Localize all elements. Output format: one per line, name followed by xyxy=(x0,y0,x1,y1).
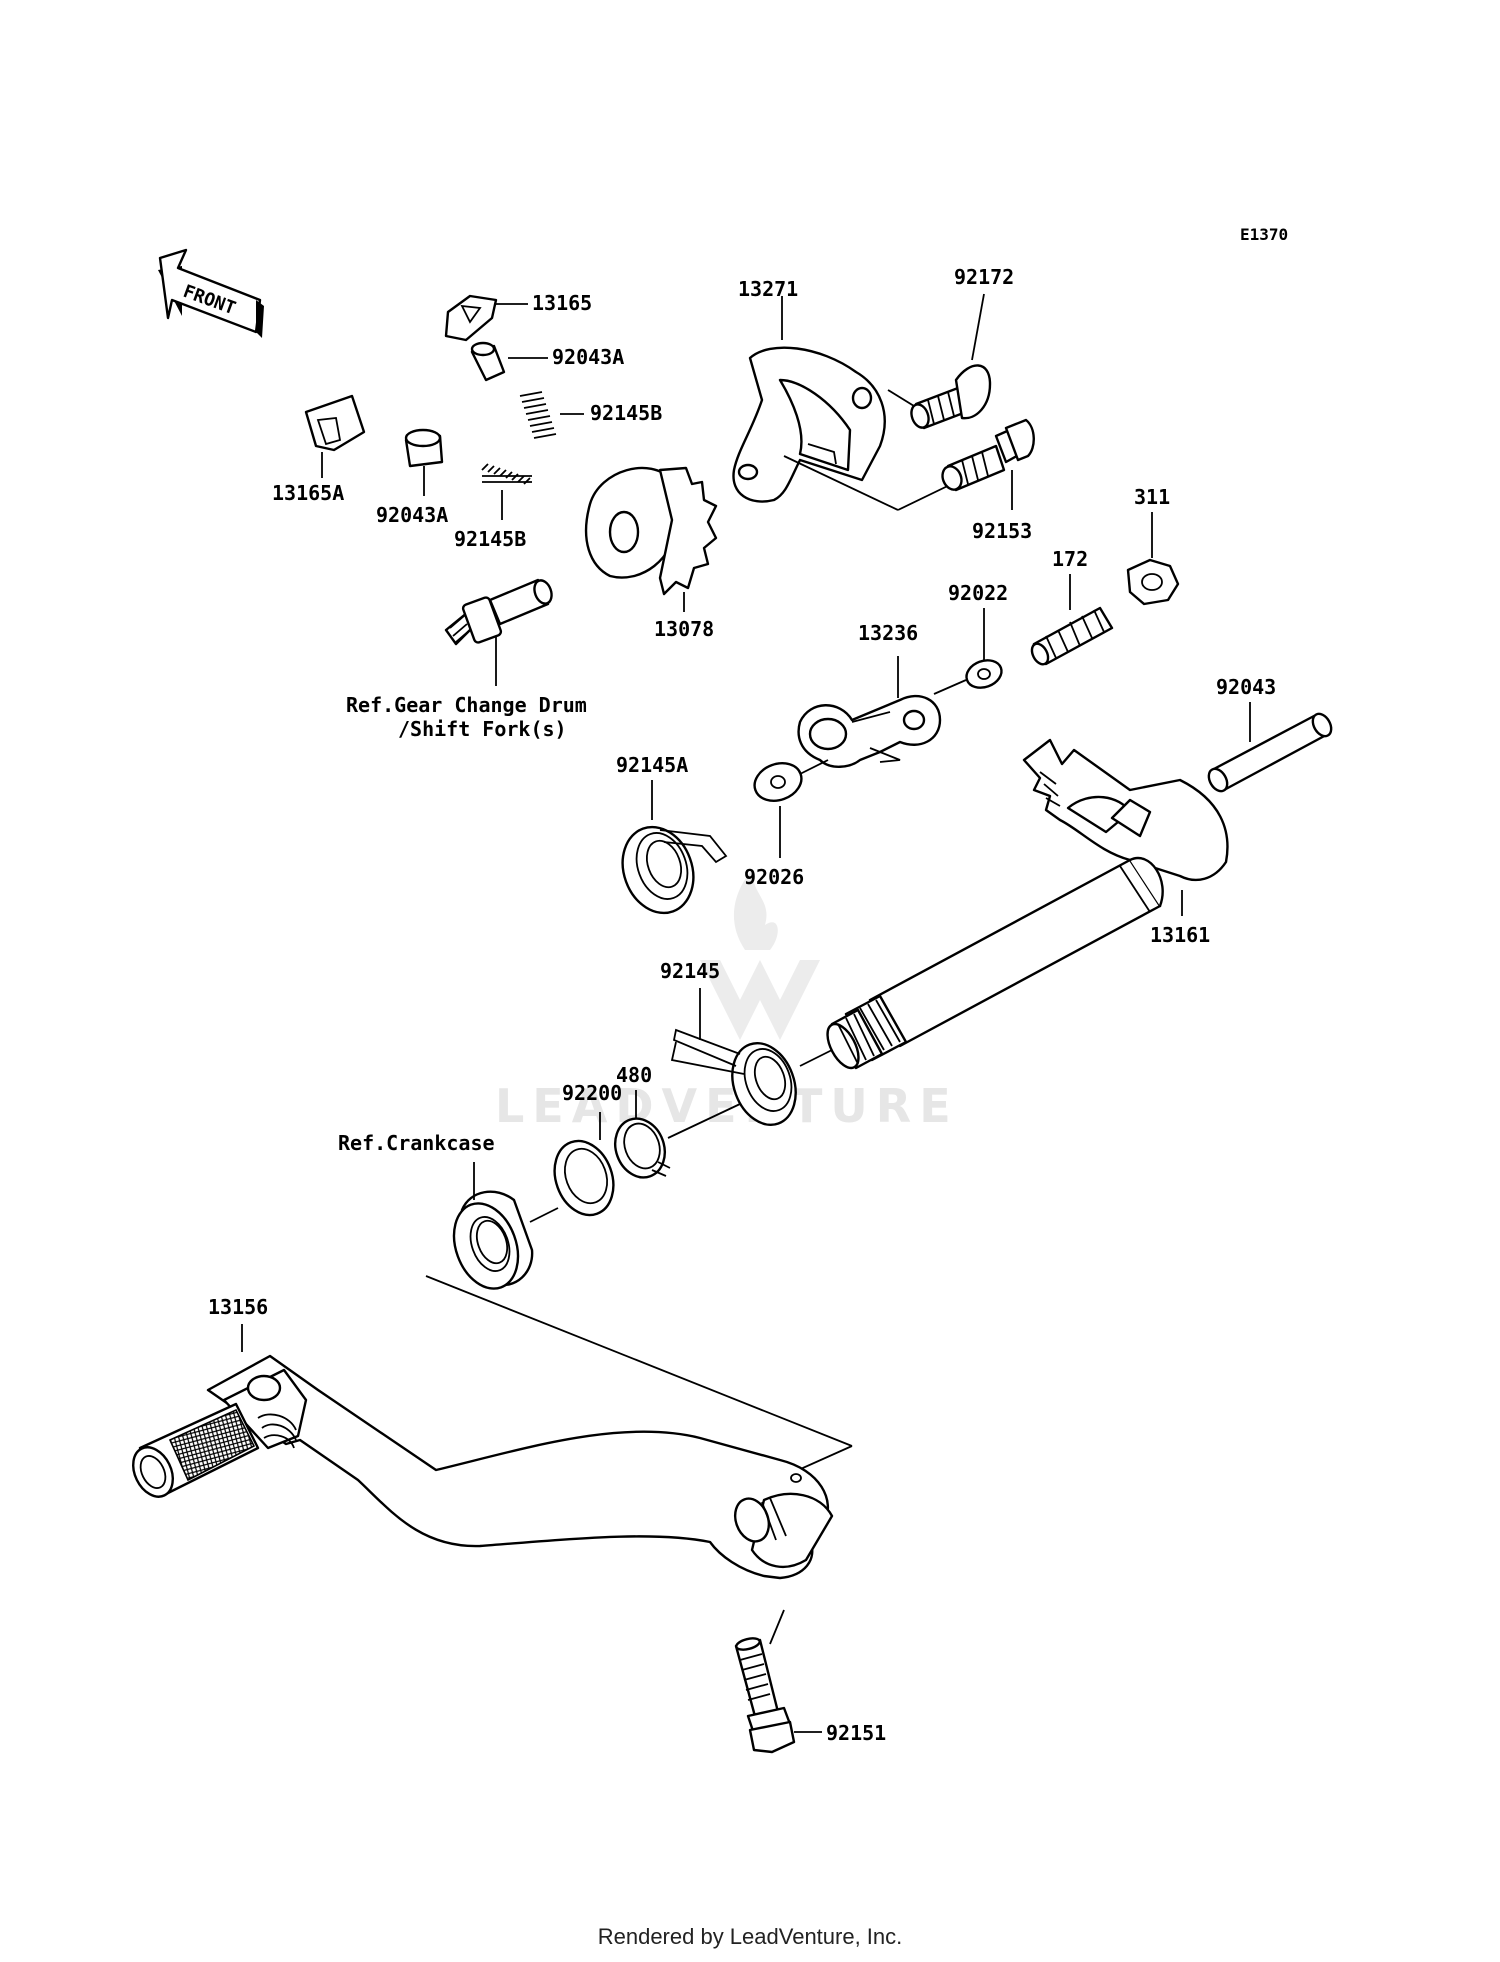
label-92145B-top: 92145B xyxy=(590,401,662,425)
drum-pin-ref xyxy=(444,578,553,646)
spring-92145B-low xyxy=(481,463,532,485)
label-92145A: 92145A xyxy=(616,753,688,777)
watermark: LEADVENTURE xyxy=(495,870,959,1133)
label-172: 172 xyxy=(1052,547,1088,571)
label-92145: 92145 xyxy=(660,959,720,983)
stud-172 xyxy=(1030,606,1114,666)
label-13165A: 13165A xyxy=(272,481,344,505)
lever-13236 xyxy=(797,694,942,768)
diagram-code: E1370 xyxy=(1240,225,1288,244)
watermark-text: LEADVENTURE xyxy=(495,1079,959,1133)
footer-credit: Rendered by LeadVenture, Inc. xyxy=(597,1924,903,1949)
pedal-13156 xyxy=(132,1354,834,1580)
spring-92145B-top xyxy=(519,391,557,439)
shaft-13161 xyxy=(826,738,1229,1070)
ref-crankcase: Ref.Crankcase xyxy=(338,1131,495,1155)
pin-92043A-top xyxy=(470,341,506,382)
label-13156: 13156 xyxy=(208,1295,268,1319)
spring-92145A xyxy=(621,825,728,915)
bracket-13271 xyxy=(732,346,886,503)
nut-311 xyxy=(1126,558,1180,606)
label-92043A-low: 92043A xyxy=(376,503,448,527)
circlip-480 xyxy=(614,1117,671,1179)
label-311: 311 xyxy=(1134,485,1170,509)
label-92145B-low: 92145B xyxy=(454,527,526,551)
label-92172: 92172 xyxy=(954,265,1014,289)
label-13236: 13236 xyxy=(858,621,918,645)
front-arrow: FRONT xyxy=(158,248,264,338)
ref-gear-change-line1: Ref.Gear Change Drum xyxy=(346,693,587,717)
pin-92043 xyxy=(1207,712,1333,793)
label-92043A-top: 92043A xyxy=(552,345,624,369)
washer-92200 xyxy=(553,1139,615,1217)
oil-seal-ref xyxy=(452,1190,534,1290)
label-13161: 13161 xyxy=(1150,923,1210,947)
label-13271: 13271 xyxy=(738,277,798,301)
label-92026: 92026 xyxy=(744,865,804,889)
drum-cam-13078 xyxy=(584,466,718,596)
cam-follower-13165 xyxy=(444,294,498,342)
ref-gear-change-line2: /Shift Fork(s) xyxy=(398,717,567,741)
washer-92022 xyxy=(965,659,1003,689)
label-92043: 92043 xyxy=(1216,675,1276,699)
label-13078: 13078 xyxy=(654,617,714,641)
watermark-logo xyxy=(700,960,820,1040)
screw-92172 xyxy=(910,364,992,430)
bolt-92151 xyxy=(734,1637,796,1754)
spring-92145 xyxy=(670,1028,797,1126)
label-92022: 92022 xyxy=(948,581,1008,605)
label-480: 480 xyxy=(616,1063,652,1087)
label-92200: 92200 xyxy=(562,1081,622,1105)
label-13165: 13165 xyxy=(532,291,592,315)
label-92151: 92151 xyxy=(826,1721,886,1745)
pin-92043A-low xyxy=(404,428,444,468)
bolt-92153 xyxy=(941,418,1035,492)
watermark-flame xyxy=(733,870,778,950)
washer-92026 xyxy=(753,761,803,803)
cam-follower-13165A xyxy=(304,394,366,452)
label-92153: 92153 xyxy=(972,519,1032,543)
